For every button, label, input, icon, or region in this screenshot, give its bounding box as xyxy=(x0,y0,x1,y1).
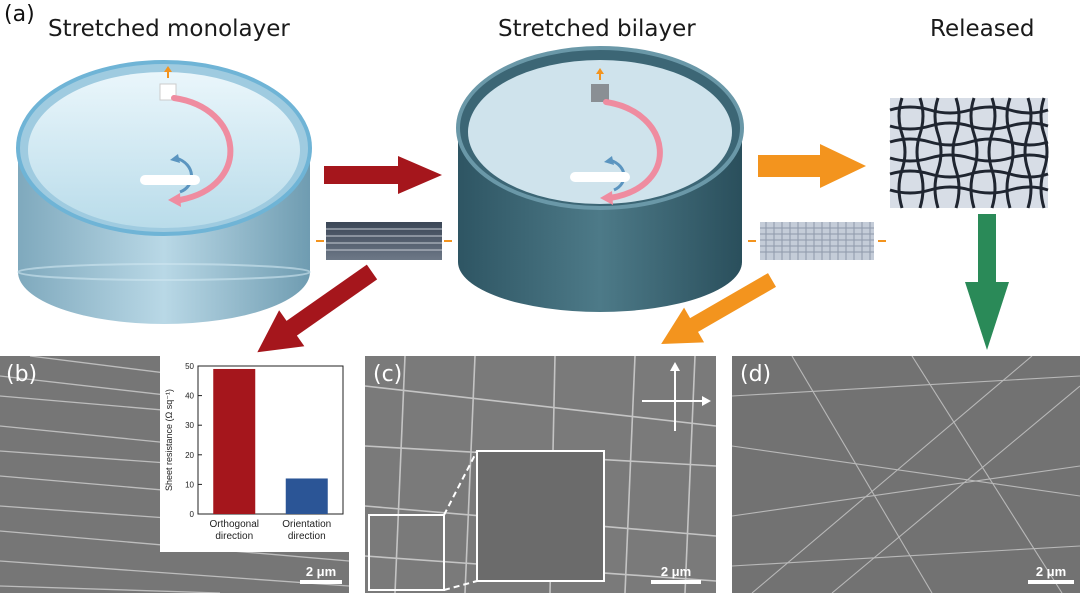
y-tick-label: 50 xyxy=(185,362,194,371)
y-tick-label: 10 xyxy=(185,480,194,489)
stage-title-monolayer: Stretched monolayer xyxy=(48,16,290,42)
scale-bar-d-label: 2 μm xyxy=(1035,564,1067,579)
nanowire-texture-c xyxy=(365,356,716,593)
panel-label-b: (b) xyxy=(6,362,38,387)
y-tick-label: 0 xyxy=(190,510,195,519)
bar-orientation xyxy=(285,478,328,514)
red-arrow-right xyxy=(324,156,442,194)
dish-monolayer xyxy=(16,60,312,324)
panel-label-d: (d) xyxy=(740,362,772,387)
sem-panel-d: (d) 2 μm xyxy=(732,356,1080,593)
scale-bar-c: 2 μm xyxy=(651,564,701,584)
panel-label-a: (a) xyxy=(4,2,35,27)
chart-axes-frame xyxy=(197,365,344,515)
orange-arrow-diagonal xyxy=(661,273,776,344)
y-tick-label: 20 xyxy=(185,451,194,460)
red-arrow-diagonal xyxy=(257,264,378,353)
scale-bar-d: 2 μm xyxy=(1028,564,1074,584)
bar-orthogonal xyxy=(213,368,256,514)
schematic-illustration xyxy=(16,46,1049,353)
x-tick-label: Orientation xyxy=(282,519,331,530)
x-tick-label: Orthogonal xyxy=(210,519,259,530)
aligned-film xyxy=(316,222,452,260)
scale-bar-b: 2 μm xyxy=(300,564,342,584)
y-tick-label: 40 xyxy=(185,392,194,401)
green-arrow-down xyxy=(965,214,1009,350)
dish-bilayer xyxy=(456,46,744,312)
released-mesh xyxy=(889,97,1049,209)
y-tick-label: 30 xyxy=(185,421,194,430)
orange-arrow-right xyxy=(758,144,866,188)
scale-bar-d-line xyxy=(1028,580,1074,584)
x-tick-label: direction xyxy=(288,531,326,542)
stage-title-bilayer: Stretched bilayer xyxy=(498,16,696,42)
scale-bar-b-label: 2 μm xyxy=(305,564,337,579)
sem-panel-c: (c) 2 μm xyxy=(365,356,716,593)
grid-film xyxy=(748,222,886,260)
scale-bar-c-label: 2 μm xyxy=(660,564,692,579)
panel-label-c: (c) xyxy=(373,362,403,387)
scale-bar-c-line xyxy=(651,580,701,584)
x-tick-label: direction xyxy=(215,531,253,542)
nanowire-texture-d xyxy=(732,356,1080,593)
scale-bar-b-line xyxy=(300,580,342,584)
stage-title-released: Released xyxy=(930,16,1035,42)
y-axis-label: Sheet resistance (Ω sq⁻¹) xyxy=(164,389,174,491)
